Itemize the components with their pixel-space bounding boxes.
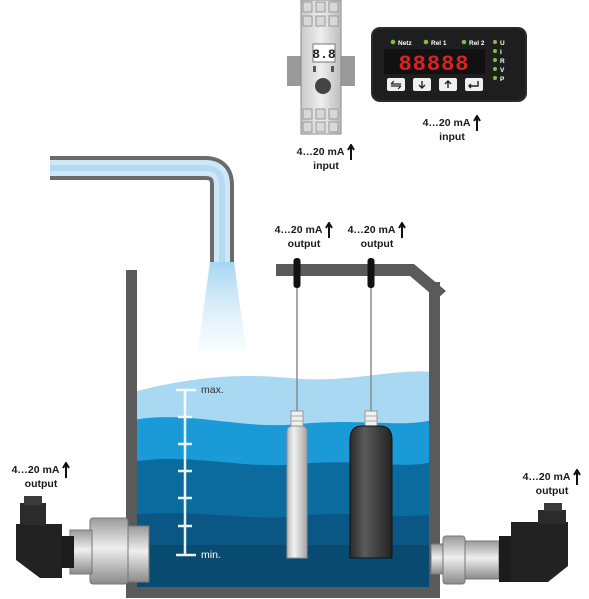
panel-side-leds bbox=[493, 40, 497, 80]
arrow-up-icon bbox=[473, 115, 482, 131]
probe-left bbox=[286, 258, 308, 559]
inlet-pipe bbox=[50, 156, 234, 262]
right-sensor-output-kind: output bbox=[535, 485, 569, 497]
panel-input-label: 4…20 mA input bbox=[412, 115, 492, 143]
right-pressure-sensor bbox=[430, 503, 568, 585]
right-sensor-output-range: 4…20 mA bbox=[522, 471, 571, 483]
rail-adjust-knob bbox=[315, 78, 331, 94]
gauge-max-label: max. bbox=[201, 384, 224, 396]
panel-led-rel1: Rel 1 bbox=[431, 40, 447, 47]
panel-input-range: 4…20 mA bbox=[422, 117, 471, 129]
arrow-up-icon bbox=[398, 222, 407, 238]
panel-side-r: R bbox=[500, 58, 505, 65]
left-sensor-output-label: 4…20 mA output bbox=[2, 462, 80, 490]
right-sensor-output-label: 4…20 mA output bbox=[516, 469, 588, 497]
panel-button-up[interactable] bbox=[439, 78, 457, 91]
water-spray bbox=[198, 262, 246, 350]
probe-right-output-kind: output bbox=[360, 238, 394, 250]
tank bbox=[126, 264, 446, 598]
probe-left-output-range: 4…20 mA bbox=[274, 224, 323, 236]
probe-right-output-range: 4…20 mA bbox=[347, 224, 396, 236]
left-pressure-sensor bbox=[16, 496, 150, 585]
panel-button-function[interactable] bbox=[387, 78, 405, 91]
probe-right bbox=[349, 258, 393, 559]
probe-left-output-kind: output bbox=[287, 238, 321, 250]
gauge-min-label: min. bbox=[201, 549, 221, 561]
level-gauge bbox=[176, 388, 196, 557]
top-rail-input-range: 4…20 mA bbox=[296, 146, 345, 158]
arrow-up-icon bbox=[62, 462, 71, 478]
din-rail-transmitter: 8.8 bbox=[287, 0, 355, 135]
top-rail-input-label: 4…20 mA input bbox=[286, 144, 366, 172]
panel-display-value: 88888 bbox=[398, 52, 469, 77]
panel-display bbox=[384, 49, 485, 74]
probe-right-output-label: 4…20 mA output bbox=[337, 222, 417, 250]
panel-side-i: I bbox=[500, 49, 502, 56]
panel-side-v: V bbox=[500, 67, 505, 74]
panel-side-p: P bbox=[500, 76, 505, 83]
panel-led-netz: Netz bbox=[398, 40, 412, 47]
left-sensor-output-kind: output bbox=[24, 478, 58, 490]
arrow-up-icon bbox=[347, 144, 356, 160]
arrow-up-icon bbox=[573, 469, 582, 485]
panel-button-enter[interactable] bbox=[465, 78, 483, 91]
panel-input-kind: input bbox=[439, 131, 465, 143]
left-sensor-output-range: 4…20 mA bbox=[11, 464, 60, 476]
rail-display-value: 8.8 bbox=[312, 47, 336, 62]
panel-button-down[interactable] bbox=[413, 78, 431, 91]
panel-led-rel2: Rel 2 bbox=[469, 40, 485, 47]
arrow-up-icon bbox=[325, 222, 334, 238]
panel-side-u: U bbox=[500, 40, 505, 47]
panel-meter: Netz Rel 1 Rel 2 88888 U I R V P bbox=[371, 27, 527, 102]
probe-left-output-label: 4…20 mA output bbox=[264, 222, 344, 250]
top-rail-input-kind: input bbox=[313, 160, 339, 172]
